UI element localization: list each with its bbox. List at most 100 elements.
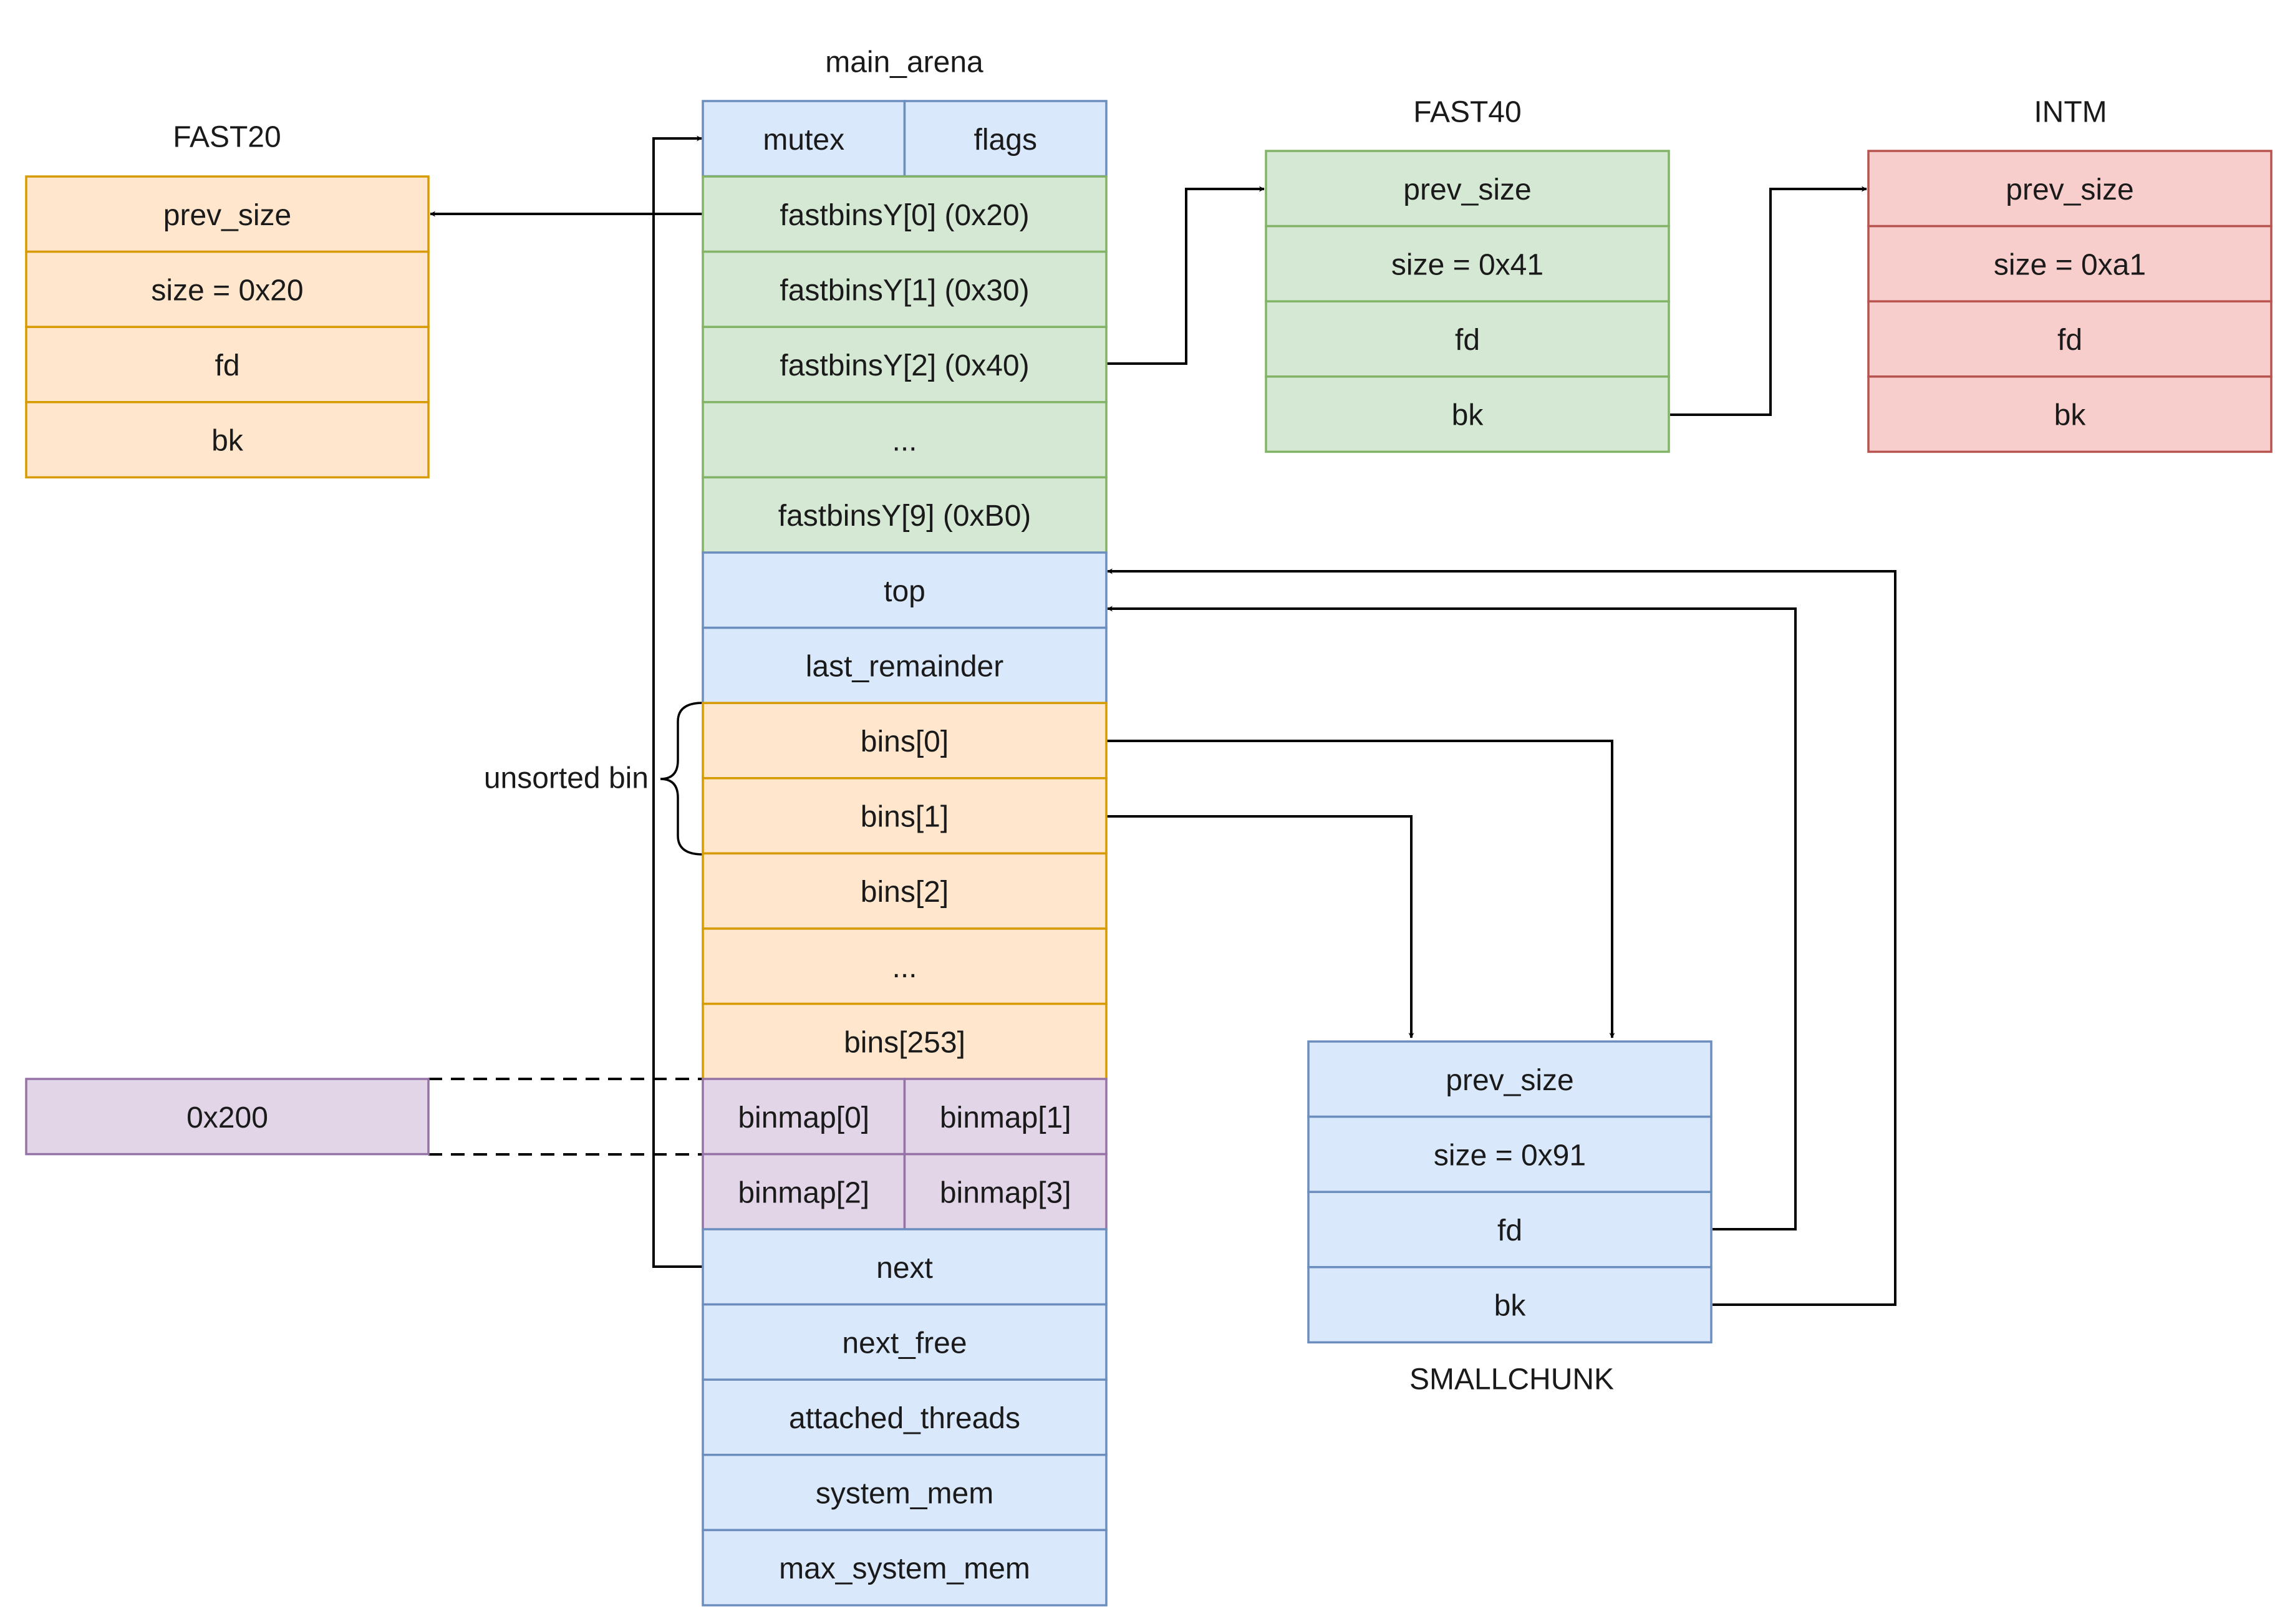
arena-fastbin-0-label: fastbinsY[0] (0x20) [780,199,1029,232]
smallchunk-field-1-label: size = 0x91 [1434,1139,1586,1172]
arena-flags: flags [903,100,1108,178]
fast40-title: FAST40 [1413,96,1521,129]
intm-field-0: prev_size [1867,150,2273,228]
arena-binmap-1-label: binmap[1] [940,1101,1071,1134]
arena-last-remainder: last_remainder [702,626,1108,704]
arena-fastbin-1-box [702,250,1108,328]
fast40-field-2-label: fd [1455,324,1480,357]
arena-bin-0-label: bins[0] [861,725,949,758]
fast40-field-0: prev_size [1265,150,1670,228]
fast40-field-0-box [1265,150,1670,228]
arena-tail-3-box [702,1454,1108,1532]
arena-fastbin-4: fastbinsY[9] (0xB0) [702,476,1108,554]
fast20-field-0-label: prev_size [163,199,291,232]
arena-binmap-0-box [702,1078,906,1156]
arena-bin-1-box [702,777,1108,855]
fast20-field-1: size = 0x20 [25,250,430,328]
arena-bin-2-label: bins[2] [861,876,949,909]
arena-bin-4-label: bins[253] [844,1026,965,1059]
intm-field-1-box [1867,225,2273,302]
arena-top-label: top [884,575,925,608]
fast20-title: FAST20 [173,121,281,154]
arena-tail-1-label: next_free [842,1327,967,1360]
arena-bin-0-box [702,702,1108,780]
smallchunk-field-3: bk [1307,1266,1713,1344]
arena-flags-label: flags [974,123,1037,157]
arena-bin-2-box [702,852,1108,930]
arrow-fastbin2-to-fast40 [1106,186,1265,365]
fast20-field-0: prev_size [25,175,430,253]
arena-fastbin-3-box [702,401,1108,479]
fast40-field-3: bk [1265,375,1670,453]
arena-last-remainder-box [702,626,1108,704]
smallchunk-field-0-box [1307,1040,1713,1118]
intm-field-1-label: size = 0xa1 [1994,248,2146,281]
arena-bin-3-label: ... [892,951,917,984]
arena-fastbin-0: fastbinsY[0] (0x20) [702,175,1108,253]
arena-mutex-box [702,100,906,178]
arrow-bins0-to-smallchunk [1106,740,1615,1038]
titles: main_arena FAST20 FAST40 INTM SMALLCHUNK… [173,46,2107,1396]
arena-binmap-1: binmap[1] [903,1078,1108,1156]
smallchunk-field-1-box [1307,1115,1713,1193]
arrow-smallchunk-bk-to-top [1107,568,1896,1306]
fast20-field-0-box [25,175,430,253]
arena-bin-3: ... [702,927,1108,1005]
unsorted-bin-label: unsorted bin [484,762,649,795]
arena-bin-3-box [702,927,1108,1005]
arena-bin-1-label: bins[1] [861,801,949,834]
arena-binmap-2-box [702,1153,906,1230]
intm-field-3: bk [1867,375,2273,453]
arrow-fast40bk-to-intm [1670,186,1867,416]
intm-field-1: size = 0xa1 [1867,225,2273,302]
intm-field-0-label: prev_size [2006,173,2133,206]
arena-fastbin-4-label: fastbinsY[9] (0xB0) [778,500,1031,533]
connectors [428,135,1896,1306]
unsorted-bin-brace [660,702,703,856]
arena-fastbin-0-box [702,175,1108,253]
arena-bin-2: bins[2] [702,852,1108,930]
arena-fastbin-2-box [702,326,1108,404]
arena-binmap-1-box [903,1078,1108,1156]
fast20-field-3: bk [25,401,430,479]
smallchunk-field-1: size = 0x91 [1307,1115,1713,1193]
arena-fastbin-3: ... [702,401,1108,479]
fast40-field-0-label: prev_size [1403,173,1531,206]
fast40-field-3-box [1265,375,1670,453]
fast40-field-1-box [1265,225,1670,302]
fast20-field-3-box [25,401,430,479]
arena-binmap-3-label: binmap[3] [940,1176,1071,1209]
fast40-field-1-label: size = 0x41 [1391,248,1543,281]
arena-fastbin-2: fastbinsY[2] (0x40) [702,326,1108,404]
arena-bin-1: bins[1] [702,777,1108,855]
binmap-value: 0x200 [25,1078,430,1156]
arrow-bins1-to-smallchunk [1106,815,1414,1038]
arena-fastbin-1: fastbinsY[1] (0x30) [702,250,1108,328]
arena-fastbin-1-label: fastbinsY[1] (0x30) [780,274,1029,307]
intm-field-0-box [1867,150,2273,228]
smallchunk-field-0-label: prev_size [1446,1064,1573,1097]
arena-bin-4: bins[253] [702,1002,1108,1080]
arena-binmap-0: binmap[0] [702,1078,906,1156]
arena-tail-0-label: next [876,1252,933,1285]
arena-bin-4-box [702,1002,1108,1080]
intm-field-3-label: bk [2054,399,2087,432]
arena-tail-4-box [702,1529,1108,1607]
arena-binmap-3: binmap[3] [903,1153,1108,1230]
fast20-field-1-label: size = 0x20 [151,274,303,307]
intm-title: INTM [2034,96,2107,129]
smallchunk-field-3-box [1307,1266,1713,1344]
arena-last-remainder-label: last_remainder [806,650,1004,683]
arena-tail-4-label: max_system_mem [779,1552,1030,1585]
arena-tail-2-box [702,1378,1108,1456]
binmap-value-label: 0x200 [186,1101,268,1134]
arena-bin-0: bins[0] [702,702,1108,780]
smallchunk-field-2-label: fd [1497,1214,1522,1247]
fast40-field-3-label: bk [1452,399,1484,432]
arena-tail-2: attached_threads [702,1378,1108,1456]
smallchunk-field-3-label: bk [1494,1290,1527,1323]
arrow-smallchunk-fd-to-top [1107,606,1797,1230]
arena-binmap-3-box [903,1153,1108,1230]
